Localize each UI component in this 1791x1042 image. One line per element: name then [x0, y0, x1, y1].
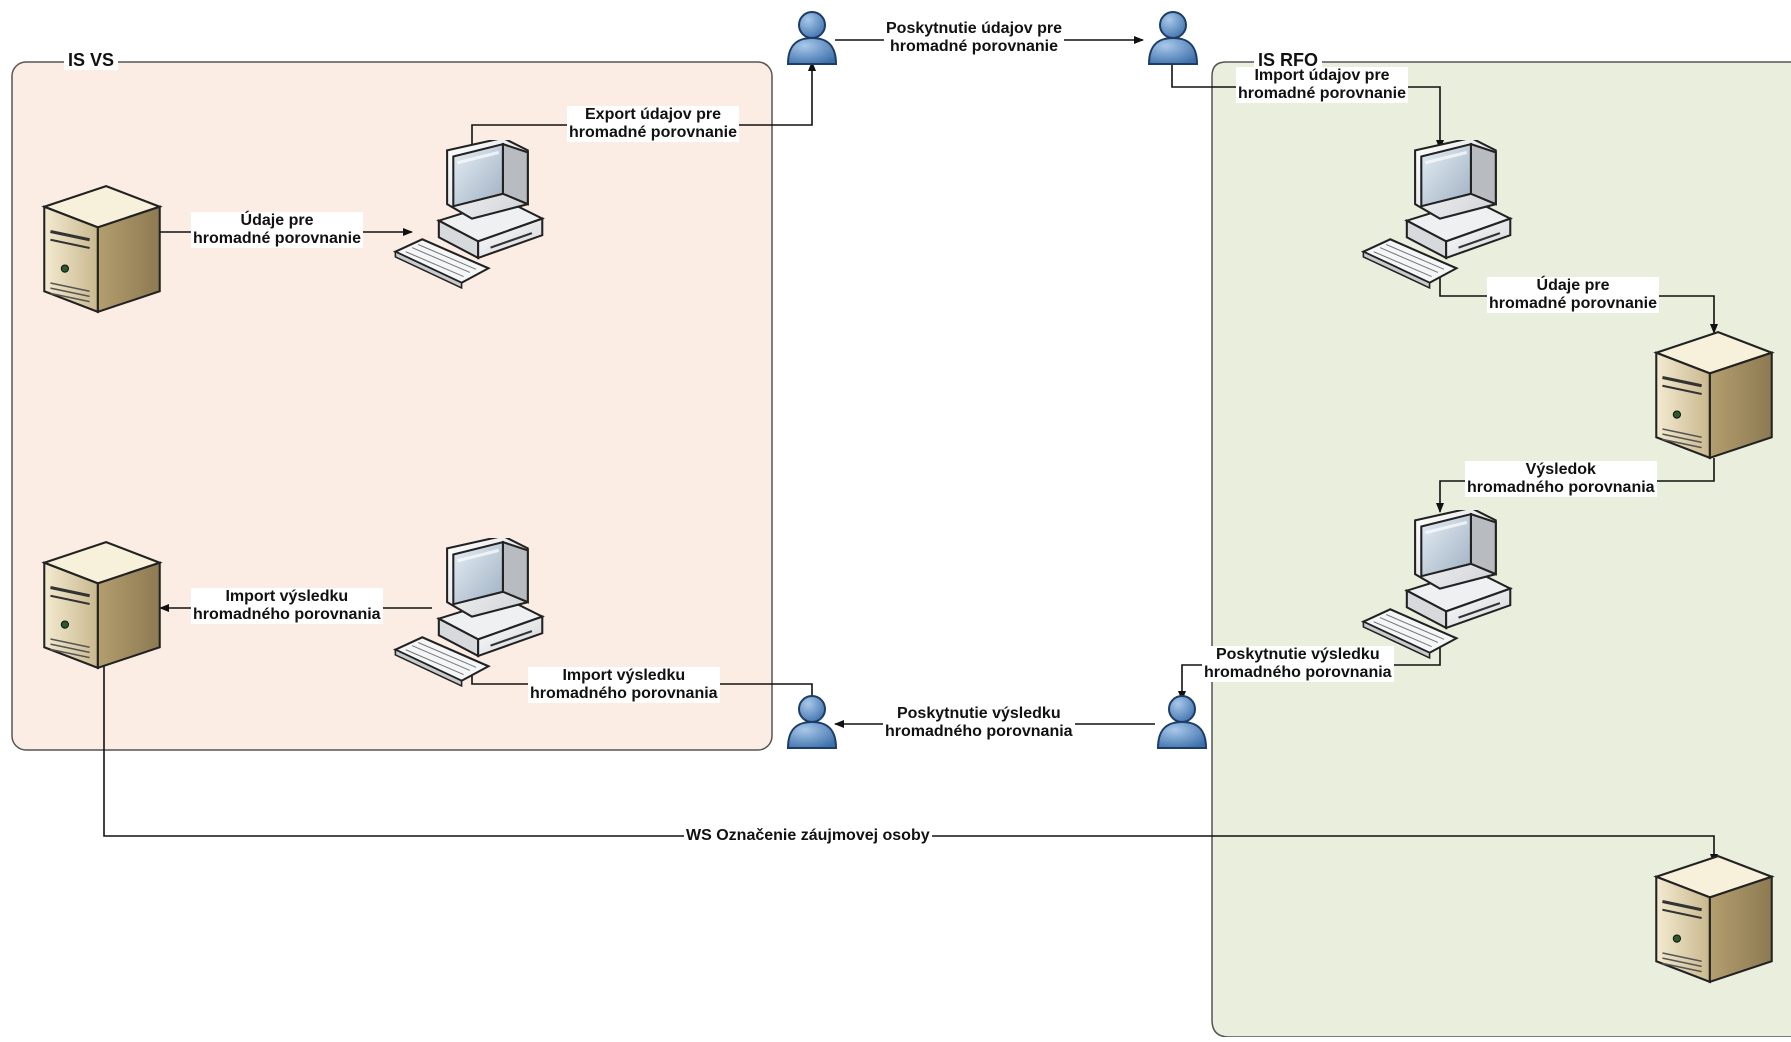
label-line: hromadné porovnanie	[1238, 85, 1407, 102]
user-icon	[1157, 695, 1207, 749]
server-icon	[42, 540, 162, 670]
label-line: Výsledok	[1525, 461, 1596, 478]
label-line: hromadného porovnania	[1204, 664, 1392, 681]
server-icon	[1654, 854, 1774, 984]
group-title-is-vs: IS VS	[64, 50, 119, 70]
label-line: Údaje pre	[1536, 277, 1610, 294]
label-line: Import výsledku	[562, 667, 686, 684]
label-line: hromadné porovnanie	[1489, 295, 1658, 312]
label-left-data: Údaje pre hromadné porovnanie	[191, 212, 364, 248]
label-line: hromadného porovnania	[530, 685, 718, 702]
user-icon	[1148, 11, 1198, 65]
label-line: hromadné porovnanie	[193, 230, 362, 247]
label-line: hromadné porovnanie	[890, 38, 1059, 55]
label-left-import-to-pc: Import výsledku hromadného porovnania	[528, 667, 720, 703]
label-ws: WS Označenie záujmovej osoby	[684, 827, 932, 845]
label-line: hromadného porovnania	[1467, 479, 1655, 496]
label-line: hromadné porovnanie	[569, 124, 738, 141]
server-icon	[1654, 330, 1774, 460]
label-line: Poskytnutie výsledku	[1215, 646, 1380, 663]
label-bottom-transfer: Poskytnutie výsledku hromadného porovnan…	[883, 705, 1075, 741]
server-icon	[42, 184, 162, 314]
label-line: Import výsledku	[225, 588, 349, 605]
label-rfo-data: Údaje pre hromadné porovnanie	[1487, 277, 1660, 313]
label-rfo-result: Výsledok hromadného porovnania	[1465, 461, 1657, 497]
label-rfo-provide: Poskytnutie výsledku hromadného porovnan…	[1202, 646, 1394, 682]
label-export: Export údajov pre hromadné porovnanie	[567, 106, 740, 142]
user-icon	[787, 695, 837, 749]
label-left-import-to-server: Import výsledku hromadného porovnania	[191, 588, 383, 624]
label-rfo-import: Import údajov pre hromadné porovnanie	[1236, 67, 1409, 103]
label-line: hromadného porovnania	[885, 723, 1073, 740]
label-line: Poskytnutie údajov pre	[886, 20, 1063, 37]
user-icon	[787, 11, 837, 65]
label-line: Export údajov pre	[585, 106, 722, 123]
label-line: hromadného porovnania	[193, 606, 381, 623]
label-line: Údaje pre	[240, 212, 314, 229]
label-line: Poskytnutie výsledku	[896, 705, 1061, 722]
label-top-transfer: Poskytnutie údajov pre hromadné porovnan…	[884, 20, 1065, 56]
group-title-is-rfo: IS RFO	[1254, 50, 1323, 70]
label-line: Import údajov pre	[1254, 67, 1390, 84]
